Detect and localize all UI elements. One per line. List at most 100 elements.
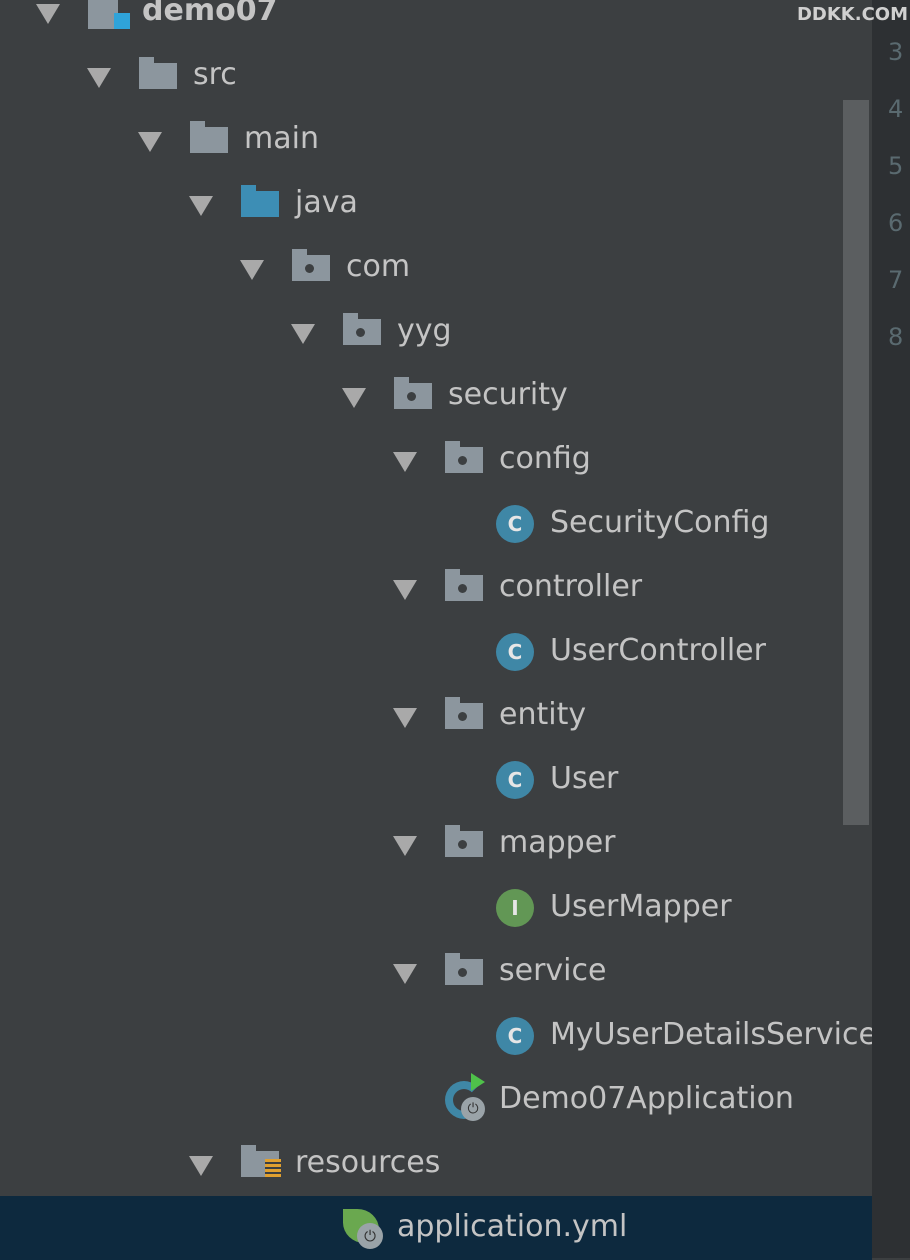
icon-part <box>241 185 279 217</box>
tree-item-label: UserController <box>550 633 766 668</box>
tree-item-controller[interactable]: controller <box>0 556 872 620</box>
tree-item-label: entity <box>499 697 587 732</box>
tree-item-src[interactable]: src <box>0 44 872 108</box>
icon-part <box>458 968 467 977</box>
expand-arrow-icon[interactable] <box>189 196 213 216</box>
icon-part <box>356 328 365 337</box>
icon-part <box>458 456 467 465</box>
package-icon <box>341 313 381 347</box>
tree-item-label: mapper <box>499 825 616 860</box>
line-number: 4 <box>888 95 904 123</box>
tree-item-label: config <box>499 441 591 476</box>
tree-item-label: UserMapper <box>550 889 732 924</box>
expand-arrow-icon[interactable] <box>393 708 417 728</box>
icon-part: ⏻ <box>461 1097 485 1121</box>
tree-item-com[interactable]: com <box>0 236 872 300</box>
class-icon: C <box>494 633 534 671</box>
icon-part <box>458 584 467 593</box>
source-folder-icon <box>239 185 279 219</box>
tree-item-entity[interactable]: entity <box>0 684 872 748</box>
class-icon: C <box>494 1017 534 1055</box>
icon-part <box>292 249 330 281</box>
tree-item-label: application.yml <box>397 1209 628 1244</box>
icon-part <box>305 264 314 273</box>
icon-part <box>394 377 432 409</box>
resources-folder-icon <box>239 1145 281 1179</box>
expand-arrow-icon[interactable] <box>393 836 417 856</box>
tree-item-label: controller <box>499 569 643 604</box>
expand-arrow-icon[interactable] <box>393 964 417 984</box>
tree-item-config[interactable]: config <box>0 428 872 492</box>
line-number: 5 <box>888 152 904 180</box>
interface-icon: I <box>494 889 534 927</box>
line-number: 3 <box>888 38 904 66</box>
icon-part <box>343 313 381 345</box>
class-icon: C <box>494 761 534 799</box>
package-icon <box>290 249 330 283</box>
tree-item-security[interactable]: security <box>0 364 872 428</box>
tree-item-application-yml[interactable]: ⏻ application.yml <box>0 1196 872 1260</box>
expand-arrow-icon[interactable] <box>393 452 417 472</box>
tree-item-label: src <box>193 57 237 92</box>
tree-item-label: main <box>244 121 319 156</box>
icon-part <box>114 13 130 29</box>
line-number: 6 <box>888 209 904 237</box>
icon-part <box>471 1073 485 1091</box>
tree-item-usercontroller[interactable]: C UserController <box>0 620 872 684</box>
expand-arrow-icon[interactable] <box>342 388 366 408</box>
icon-part: C <box>496 761 534 799</box>
tree-item-java[interactable]: java <box>0 172 872 236</box>
tree-item-service[interactable]: service <box>0 940 872 1004</box>
tree-item-usermapper[interactable]: I UserMapper <box>0 876 872 940</box>
folder-icon <box>188 121 228 155</box>
expand-arrow-icon[interactable] <box>240 260 264 280</box>
expand-arrow-icon[interactable] <box>138 132 162 152</box>
icon-part <box>139 57 177 89</box>
expand-arrow-icon[interactable] <box>36 4 60 24</box>
icon-part <box>445 953 483 985</box>
expand-arrow-icon[interactable] <box>291 324 315 344</box>
tree-item-demo07application[interactable]: ⏻Demo07Application <box>0 1068 872 1132</box>
editor-gutter: 3 4 5 6 7 8 <box>872 0 910 1258</box>
icon-part: I <box>496 889 534 927</box>
icon-part <box>458 840 467 849</box>
spring-boot-app-icon: ⏻ <box>443 1073 485 1121</box>
tree-item-yyg[interactable]: yyg <box>0 300 872 364</box>
icon-part <box>407 392 416 401</box>
package-icon <box>443 953 483 987</box>
icon-part: C <box>496 1017 534 1055</box>
icon-part: ⏻ <box>357 1223 383 1249</box>
tree-item-mapper[interactable]: mapper <box>0 812 872 876</box>
tree-item-label: com <box>346 249 411 284</box>
watermark: DDKK.COM <box>796 4 908 25</box>
package-icon <box>443 825 483 859</box>
icon-part <box>445 825 483 857</box>
folder-icon <box>137 57 177 91</box>
package-icon <box>443 697 483 731</box>
tree-item-demo07[interactable]: demo07 <box>0 0 872 44</box>
line-number: 7 <box>888 266 904 294</box>
tree-item-label: demo07 <box>142 0 278 28</box>
tree-item-resources[interactable]: resources <box>0 1132 872 1196</box>
tree-item-main[interactable]: main <box>0 108 872 172</box>
tree-item-label: yyg <box>397 313 452 348</box>
icon-part <box>88 0 118 29</box>
scrollbar-thumb[interactable] <box>843 100 869 825</box>
icon-part <box>458 712 467 721</box>
tree-item-label: java <box>295 185 358 220</box>
module-icon <box>86 0 130 29</box>
line-number: 8 <box>888 323 904 351</box>
icon-part <box>445 569 483 601</box>
expand-arrow-icon[interactable] <box>87 68 111 88</box>
tree-item-label: resources <box>295 1145 441 1180</box>
icon-part: C <box>496 633 534 671</box>
expand-arrow-icon[interactable] <box>189 1156 213 1176</box>
tree-item-label: security <box>448 377 568 412</box>
tree-item-label: SecurityConfig <box>550 505 770 540</box>
tree-item-label: service <box>499 953 607 988</box>
expand-arrow-icon[interactable] <box>393 580 417 600</box>
